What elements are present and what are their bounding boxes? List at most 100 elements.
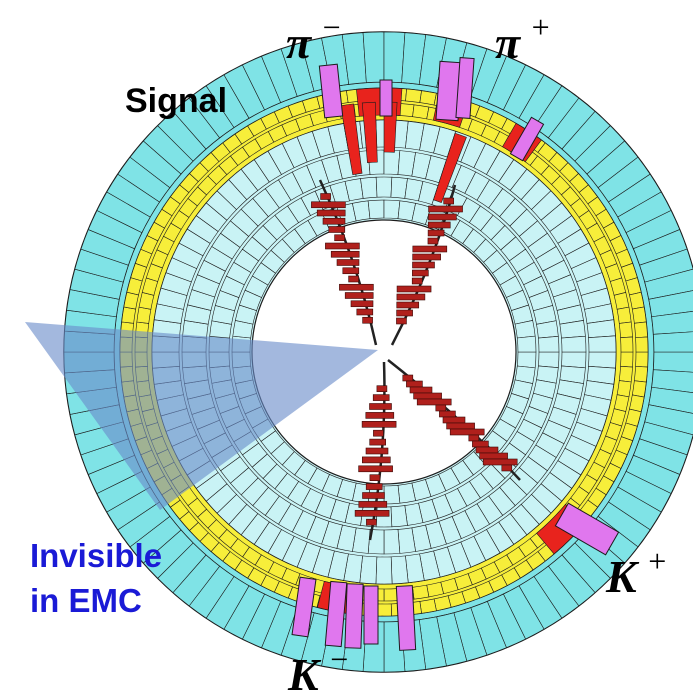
chamber-segment: [383, 529, 401, 555]
k-plus-charge: +: [648, 543, 666, 579]
invisible-label-line1: Invisible: [30, 537, 162, 574]
track-k-minus-hit: [362, 492, 385, 499]
pi-minus-label: π −: [286, 9, 341, 68]
track-pi-minus-hit: [362, 316, 373, 324]
energy-tower: [433, 132, 467, 204]
chamber-segment: [390, 505, 408, 528]
chamber-segment: [375, 176, 393, 198]
yellow-segment-outer: [631, 306, 647, 324]
yellow-segment-outer: [634, 366, 648, 383]
yellow-segment-outer: [123, 291, 139, 310]
track-pi-plus-hit: [396, 317, 407, 325]
track-pi-minus-hit: [344, 292, 374, 299]
yellow-segment-inner: [136, 306, 152, 324]
yellow-segment-outer: [635, 351, 649, 368]
track-k-minus-hit: [365, 412, 395, 419]
pi-minus-charge: −: [323, 9, 341, 45]
chamber-segment: [516, 335, 537, 353]
track-pi-minus-hit: [336, 259, 360, 266]
chamber-segment: [367, 199, 385, 220]
chamber-segment: [516, 351, 537, 369]
track-pi-plus-hit: [412, 269, 429, 277]
yellow-segment-outer: [405, 88, 422, 103]
pi-plus-label: π +: [495, 9, 550, 68]
track-pi-minus-hit: [342, 267, 360, 275]
yellow-segment-outer: [635, 336, 649, 353]
track-pi-plus-hit: [396, 309, 413, 317]
yellow-segment-outer: [631, 380, 647, 398]
track-pi-plus-hit: [412, 245, 448, 253]
track-k-minus-hit: [366, 518, 377, 526]
track-k-plus-hit: [406, 380, 423, 388]
track-k-minus-hit: [358, 501, 388, 508]
track-k-minus-hit: [358, 465, 393, 473]
track-k-plus-hit: [482, 458, 518, 466]
track-k-minus-hit: [365, 447, 389, 455]
track-k-plus-hit: [409, 386, 433, 394]
tof-segment: [375, 556, 393, 585]
outer-segment: [651, 369, 693, 393]
chamber-segment: [561, 351, 587, 369]
track-pi-minus-hit: [322, 217, 346, 225]
yellow-segment-inner: [616, 380, 632, 398]
muon-hit: [379, 79, 393, 117]
yellow-segment-outer: [419, 90, 437, 106]
track-k-plus-hit: [479, 452, 508, 460]
track-k-minus-hit: [372, 394, 390, 401]
track-pi-plus-hit: [396, 293, 426, 301]
track-pi-minus-hit: [348, 275, 359, 283]
track-k-minus-hit: [369, 474, 381, 482]
muon-hit: [455, 57, 475, 119]
track-pi-minus-hit: [316, 209, 346, 217]
track-k-plus-hit: [402, 374, 414, 382]
track-k-plus-hit: [468, 434, 480, 442]
yellow-segment-outer: [634, 321, 648, 338]
invisible-cone: [25, 322, 378, 510]
energy-tower: [361, 101, 378, 164]
track-pi-plus-hit: [412, 261, 435, 269]
track-pi-plus-hit: [396, 285, 432, 293]
k-minus-charge: −: [330, 641, 348, 677]
track-pi-plus-hit: [427, 229, 445, 237]
track-pi-minus-hit: [320, 193, 331, 200]
track-k-plus-hit: [435, 404, 447, 412]
track-pi-plus-hit: [428, 205, 463, 213]
outer-segment: [653, 331, 693, 353]
signal-label: Signal: [125, 82, 227, 120]
track-k-plus-hit: [446, 422, 475, 430]
yellow-segment-inner: [618, 321, 633, 339]
muon-hit: [291, 576, 317, 638]
chamber-segment: [538, 335, 560, 353]
muon-counter-hits: [291, 57, 620, 651]
track-pi-minus-hit: [330, 250, 360, 258]
chamber-segment: [383, 149, 401, 175]
charged-tracks: [311, 179, 521, 541]
track-k-minus-hit: [365, 483, 383, 490]
outer-segment: [644, 268, 693, 300]
track-pi-minus-hit: [356, 308, 374, 316]
track-k-plus-hit: [501, 464, 513, 472]
pi-plus-charge: +: [532, 9, 550, 45]
yellow-segment-outer: [121, 306, 137, 324]
muon-hit: [554, 502, 620, 556]
tof-segment: [390, 555, 409, 585]
yellow-segment-outer: [629, 291, 645, 310]
track-pi-minus-hit: [350, 300, 374, 308]
track-k-minus-hit: [369, 438, 387, 446]
chamber-segment: [538, 351, 560, 369]
track-k-plus-hit: [472, 440, 489, 448]
track-pi-minus-hit: [334, 234, 345, 242]
k-plus-label: K +: [605, 543, 666, 602]
track-k-minus-hit: [361, 456, 391, 464]
k-minus-base: K: [287, 649, 322, 697]
outer-segment: [644, 404, 693, 436]
outer-segment: [362, 31, 385, 83]
track-k-minus-hit: [376, 385, 388, 393]
outer-segment: [648, 386, 693, 414]
yellow-segment-inner: [412, 584, 430, 600]
track-k-minus-hit: [373, 429, 384, 437]
pi-minus-base: π: [286, 17, 313, 68]
track-k-minus-hit: [354, 509, 390, 517]
track-pi-plus-hit: [412, 253, 441, 261]
